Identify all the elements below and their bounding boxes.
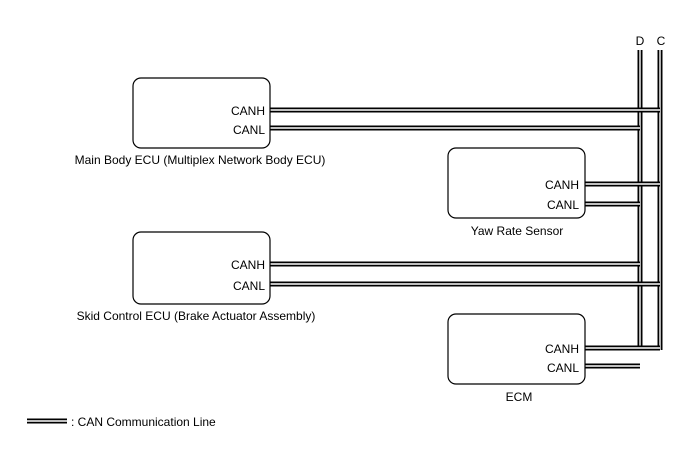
yaw-rate-sensor-caption: Yaw Rate Sensor	[471, 224, 564, 238]
main-body-ecu-canh-label: CANH	[231, 104, 265, 118]
bus-c-label: C	[657, 34, 666, 48]
skid-control-ecu: CANH CANL Skid Control ECU (Brake Actuat…	[77, 231, 316, 323]
main-body-ecu-caption: Main Body ECU (Multiplex Network Body EC…	[75, 153, 326, 167]
skid-control-canh-label: CANH	[231, 258, 265, 272]
skid-control-ecu-box	[132, 231, 271, 305]
ecm: CANH CANL ECM	[447, 313, 586, 404]
yaw-rate-canl-label: CANL	[547, 198, 579, 212]
skid-control-canl-label: CANL	[233, 279, 265, 293]
legend-text: : CAN Communication Line	[71, 415, 216, 429]
yaw-rate-canh-label: CANH	[545, 178, 579, 192]
yaw-rate-sensor: CANH CANL Yaw Rate Sensor	[447, 147, 586, 238]
main-body-ecu-box	[132, 77, 271, 149]
bus-d-label: D	[636, 34, 645, 48]
main-body-ecu-canl-label: CANL	[233, 123, 265, 137]
wires	[270, 50, 663, 369]
main-body-ecu: CANH CANL Main Body ECU (Multiplex Netwo…	[75, 77, 326, 167]
ecm-caption: ECM	[506, 390, 533, 404]
legend: : CAN Communication Line	[27, 415, 216, 429]
skid-control-ecu-caption: Skid Control ECU (Brake Actuator Assembl…	[77, 309, 316, 323]
yaw-rate-sensor-box	[447, 147, 586, 219]
ecm-box	[447, 313, 586, 385]
ecm-canl-label: CANL	[547, 361, 579, 375]
ecm-canh-label: CANH	[545, 342, 579, 356]
